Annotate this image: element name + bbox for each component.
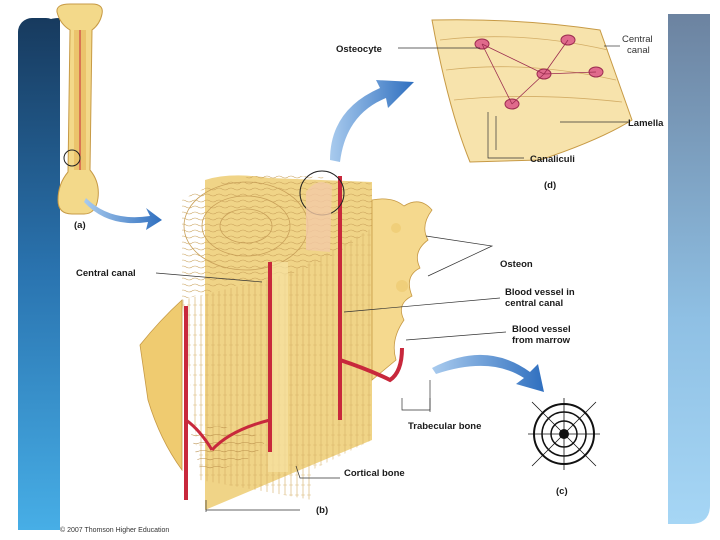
- label-cortical-bone: Cortical bone: [344, 468, 405, 479]
- label-central-canal-top-1: Central: [622, 34, 653, 45]
- label-trabecular-bone: Trabecular bone: [408, 421, 482, 432]
- label-canaliculi: Canaliculi: [530, 154, 575, 165]
- panel-label-c: (c): [556, 486, 568, 497]
- label-central-canal-top-2: canal: [627, 45, 650, 56]
- arrow-a-to-b: [84, 198, 162, 230]
- leader-lines: [155, 45, 628, 479]
- label-osteon: Osteon: [500, 259, 533, 270]
- copyright-credit: © 2007 Thomson Higher Education: [60, 527, 170, 534]
- arrow-b-to-c: [432, 354, 544, 392]
- lamella-wedge: [431, 19, 633, 163]
- long-bone: [56, 3, 103, 215]
- panel-label-d: (d): [544, 180, 557, 191]
- label-lamella: Lamella: [628, 118, 664, 129]
- bone-block: [139, 170, 433, 512]
- panel-label-b: (b): [316, 505, 329, 516]
- label-blood-vessel-central-2: central canal: [505, 298, 564, 309]
- osteon-cross-section: [528, 398, 600, 470]
- label-blood-vessel-central-1: Blood vessel in: [505, 287, 575, 298]
- arrow-b-to-d: [330, 80, 414, 162]
- label-blood-vessel-marrow-1: Blood vessel: [512, 324, 571, 335]
- label-central-canal: Central canal: [76, 268, 136, 279]
- panel-label-a: (a): [74, 220, 86, 231]
- label-blood-vessel-marrow-2: from marrow: [512, 335, 571, 346]
- right-strip: [668, 14, 710, 524]
- label-osteocyte: Osteocyte: [336, 44, 382, 55]
